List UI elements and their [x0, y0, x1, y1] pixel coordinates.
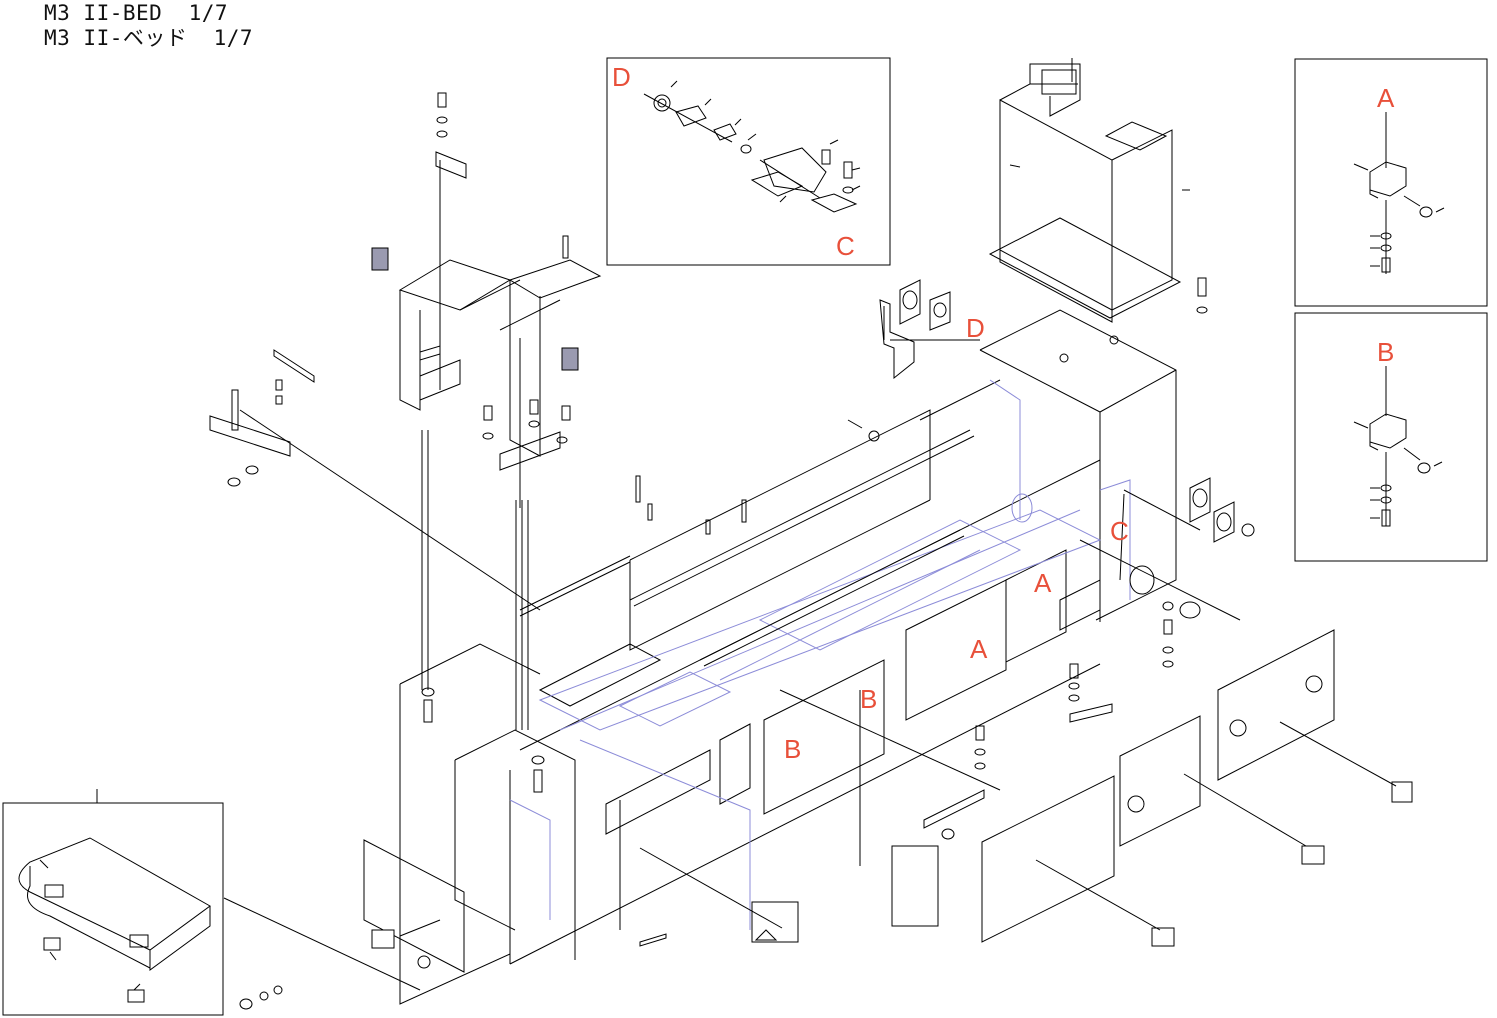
flange-parts — [900, 280, 1254, 594]
detail-box-d: D C — [607, 58, 890, 265]
callout-c-detail: C — [836, 231, 855, 261]
callout-b-body-2: B — [784, 734, 801, 764]
callout-c-body: C — [1110, 516, 1129, 546]
callout-a-body-2: A — [970, 634, 988, 664]
detail-box-a: A — [1295, 59, 1487, 306]
upper-frame — [240, 152, 600, 730]
detail-box-tray — [3, 789, 223, 1015]
callout-a-body-1: A — [1034, 568, 1052, 598]
callout-b-body-1: B — [860, 684, 877, 714]
callout-a-detail: A — [1377, 83, 1395, 113]
callout-d-flange: D — [966, 313, 985, 343]
detail-box-b: B — [1295, 313, 1487, 561]
callout-d-detail: D — [612, 62, 631, 92]
callout-b-detail: B — [1377, 337, 1394, 367]
fasteners — [210, 93, 1322, 1009]
upper-cover — [990, 58, 1190, 322]
